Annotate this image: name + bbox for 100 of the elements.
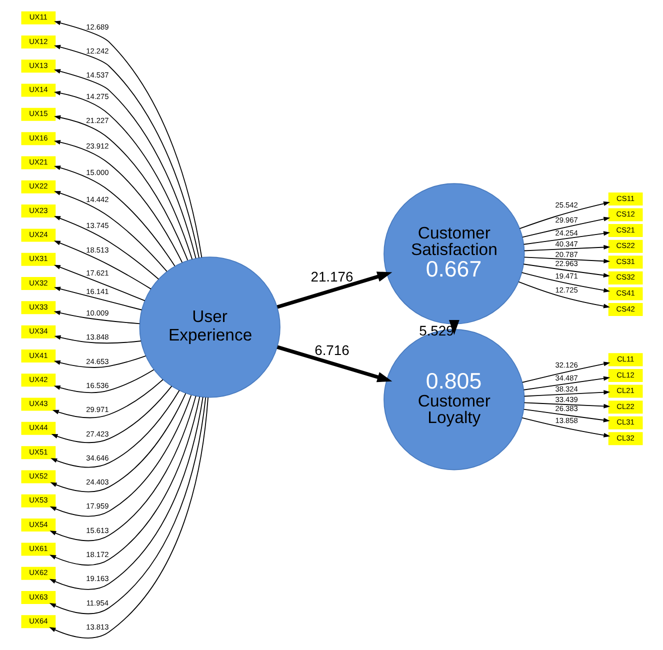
node-circle: User Experience (138, 256, 280, 398)
edge-label: 14.442 (86, 195, 108, 204)
edge-label: 16.536 (86, 380, 108, 390)
edge-label: 14.537 (86, 70, 108, 80)
node-box: CL31 (608, 416, 642, 430)
edge-label: 12.689 (86, 22, 108, 32)
node-box: UX11 (20, 11, 56, 24)
arrow (54, 115, 188, 261)
edge-label: 24.403 (86, 478, 108, 487)
edge-label: 29.971 (86, 405, 108, 414)
edge-label: 40.347 (554, 240, 578, 249)
arrow (50, 390, 180, 468)
node-box: CS41 (608, 287, 642, 300)
edge-label: 17.621 (86, 268, 108, 278)
node-box: UX44 (20, 422, 56, 435)
arrow (50, 386, 172, 443)
arrow (53, 190, 167, 272)
arrow (518, 201, 610, 230)
arrow (276, 272, 392, 309)
arrow (53, 140, 182, 263)
edge-label: 21.176 (310, 268, 353, 285)
arrow (49, 394, 192, 517)
node-box: UX51 (20, 446, 56, 460)
arrow (276, 345, 392, 382)
node-box: UX54 (20, 518, 56, 532)
node-box: UX22 (20, 180, 56, 194)
node-box: UX14 (20, 84, 56, 97)
edge-label: 26.383 (554, 404, 578, 414)
arrow (523, 256, 610, 264)
edge-label: 15.000 (86, 168, 108, 178)
node-box: UX62 (20, 566, 56, 580)
edge-label: 19.163 (86, 574, 108, 584)
arrow (53, 355, 146, 368)
edge-label: 18.172 (86, 550, 108, 560)
arrow (522, 216, 610, 238)
node-box: UX16 (20, 132, 56, 146)
arrow (518, 281, 610, 308)
node-box: CL22 (608, 400, 642, 414)
edge-label: 21.227 (86, 116, 108, 126)
arrow (53, 166, 175, 266)
node-box: UX41 (20, 349, 56, 362)
node-box: UX42 (20, 374, 56, 387)
edge-label: 13.745 (86, 221, 108, 230)
node-box: CS32 (608, 271, 642, 284)
node-box: UX24 (20, 228, 56, 242)
arrow (522, 264, 610, 278)
arrow (53, 240, 151, 290)
node-box: UX32 (20, 277, 56, 290)
arrow (523, 390, 610, 397)
node-box: UX61 (20, 542, 56, 556)
node-box: UX34 (20, 325, 56, 338)
edge-label: 13.848 (86, 332, 108, 342)
arrow (521, 417, 610, 438)
node-box: UX23 (20, 204, 56, 218)
edge-label: 24.254 (554, 228, 578, 238)
edge-label: 20.787 (554, 250, 578, 259)
node-box: UX53 (20, 494, 56, 508)
node-box: UX63 (20, 591, 56, 604)
edge-label: 13.813 (86, 622, 108, 632)
edge-label: 23.912 (86, 141, 108, 150)
arrow (53, 369, 154, 394)
edge-label: 34.487 (554, 374, 578, 382)
node-box: UX52 (20, 470, 56, 484)
arrow (52, 379, 163, 418)
arrow (49, 395, 196, 542)
node-box: UX43 (20, 398, 56, 411)
edge-label: 11.954 (86, 598, 108, 608)
node-box: UX33 (20, 301, 56, 314)
edge-label: 34.646 (86, 453, 108, 462)
arrow (521, 362, 610, 383)
arrow (54, 335, 141, 344)
node-box: CS12 (608, 208, 642, 222)
edge-label: 29.967 (554, 216, 578, 225)
edge-label: 22.963 (554, 259, 578, 268)
edge-label: 15.613 (86, 526, 108, 535)
arrow (522, 408, 610, 422)
edge-label: 24.653 (86, 356, 108, 366)
node-box: UX64 (20, 615, 56, 628)
edge-label: 27.423 (86, 429, 108, 438)
edge-label: 12.725 (554, 285, 578, 294)
node-box: CL21 (608, 384, 642, 398)
edge-label: 25.542 (554, 200, 578, 210)
node-box: UX13 (20, 60, 56, 73)
node-box: UX31 (20, 252, 56, 266)
node-box: CS31 (608, 256, 642, 269)
arrow (523, 402, 610, 408)
edge-label: 17.959 (86, 502, 108, 511)
node-box: CS42 (608, 303, 642, 316)
node-box: CL12 (608, 368, 642, 382)
arrow (522, 376, 610, 390)
arrow (520, 272, 610, 293)
arrow (523, 245, 610, 252)
node-box: CS11 (608, 192, 642, 206)
edge-label: 12.242 (86, 46, 108, 56)
edge-label: 14.275 (86, 92, 108, 102)
edge-label: 38.324 (554, 384, 578, 394)
node-box: CS21 (608, 224, 642, 238)
edge-label: 6.716 (314, 342, 349, 358)
edge-label: 33.439 (554, 394, 578, 404)
arrow (53, 310, 140, 324)
